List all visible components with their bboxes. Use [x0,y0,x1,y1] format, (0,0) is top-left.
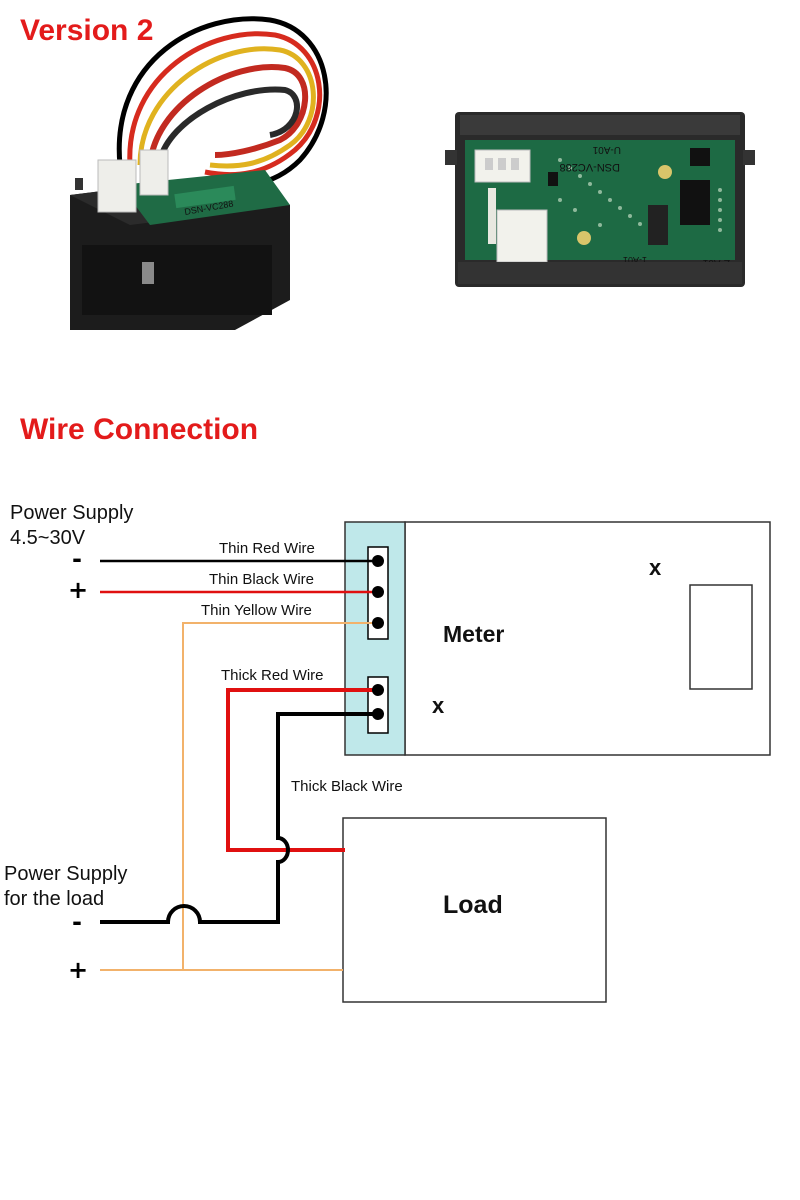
thick-black-wire-line [100,712,378,924]
wiring-diagram: Power Supply 4.5~30V - + Thin Red Wire T… [4,502,771,1003]
back-pcb-label-u: U-A01 [592,144,621,155]
load-supply-label: Power Supply [4,863,127,885]
meter-label: Meter [443,621,504,647]
load-label: Load [443,891,503,919]
thick-red-wire-label: Thick Red Wire [221,667,324,684]
back-pcb-label-model: DSN-VC288 [559,161,620,173]
version-title: Version 2 [20,14,154,47]
load-supply-sublabel: for the load [4,888,104,910]
load-plus-sign: + [68,956,88,984]
thick-black-wire-label: Thick Black Wire [291,778,403,795]
meter-front-photo: DSN-VC288 [70,16,329,330]
thin-red-wire-label: Thin Red Wire [219,540,315,557]
power-supply-label: Power Supply [10,502,133,524]
supply-plus-sign: + [68,576,88,604]
meter-back-photo: DSN-VC288 Z-A01 U-A01 1-A01 [445,112,755,287]
x-mark-bottom: x [432,693,445,718]
back-pcb-label-1: 1-A01 [623,255,647,265]
wire-connection-title: Wire Connection [20,413,259,446]
supply-minus-sign: - [72,545,82,573]
load-box [342,817,607,1003]
load-minus-sign: - [72,908,82,936]
thin-black-wire-label: Thin Black Wire [209,571,314,588]
x-mark-top: x [649,555,662,580]
thin-yellow-wire-line [182,622,378,970]
meter-display-window [689,584,753,690]
power-supply-voltage: 4.5~30V [10,527,86,549]
thin-yellow-wire-label: Thin Yellow Wire [201,602,312,619]
